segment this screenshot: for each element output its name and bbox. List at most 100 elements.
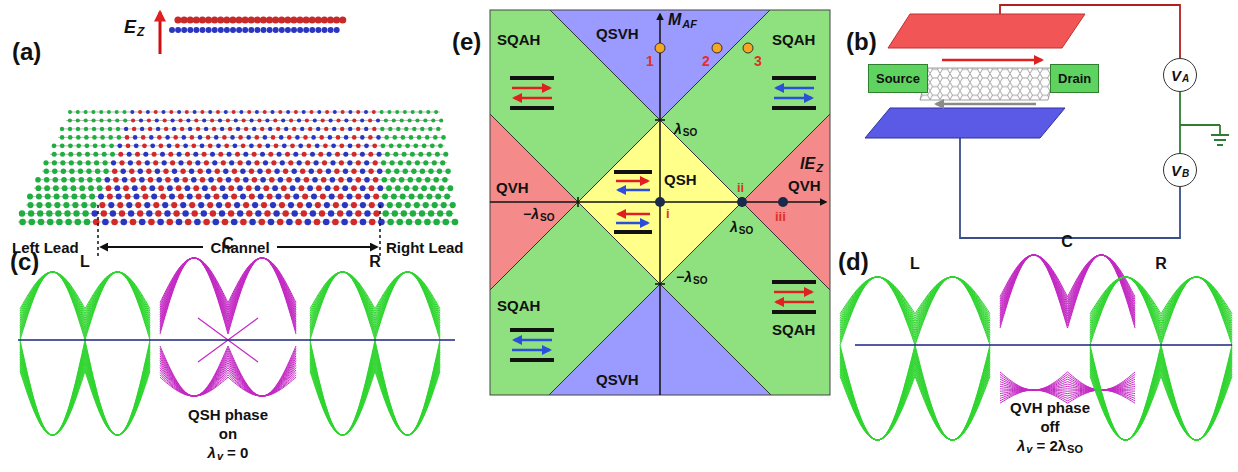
atom <box>226 118 230 122</box>
band-line <box>310 272 440 328</box>
band-line <box>1090 371 1232 440</box>
atom <box>244 127 248 131</box>
atom <box>167 143 172 148</box>
atom <box>222 194 228 200</box>
atom <box>216 110 220 114</box>
atom <box>191 143 196 148</box>
gate-atom <box>334 27 340 33</box>
atom <box>260 152 265 157</box>
atom <box>194 118 198 122</box>
atom <box>132 185 138 191</box>
atom <box>135 152 140 157</box>
atom <box>398 160 403 165</box>
atom <box>126 143 131 148</box>
atom <box>163 169 168 174</box>
atom <box>99 110 103 114</box>
atom <box>101 210 107 216</box>
atom <box>218 152 223 157</box>
atom <box>216 143 221 148</box>
atom <box>44 169 49 174</box>
phase-caption: = 2λ <box>1036 438 1066 453</box>
atom <box>369 185 375 191</box>
atom <box>100 127 104 131</box>
atom <box>125 194 131 200</box>
gate-atom <box>218 27 224 33</box>
atom <box>305 219 312 226</box>
voltage-source: VA <box>1163 58 1197 92</box>
atom <box>145 160 150 165</box>
band-line <box>840 347 990 440</box>
atom <box>351 185 357 191</box>
atom <box>228 210 234 216</box>
atom <box>226 177 232 183</box>
atom <box>110 210 116 216</box>
atom <box>400 118 404 122</box>
atom <box>332 127 336 131</box>
atom <box>452 219 459 226</box>
atom <box>284 194 290 200</box>
tick-label: λ <box>674 122 682 136</box>
atom <box>134 194 140 200</box>
subscript: A <box>1182 74 1189 84</box>
atom <box>47 219 54 226</box>
axis-label: lE <box>800 156 815 172</box>
band-line <box>310 272 440 311</box>
atom <box>239 110 243 114</box>
atom <box>196 194 202 200</box>
atom <box>433 219 440 226</box>
bottom-gate <box>865 108 1065 138</box>
atom <box>60 127 64 131</box>
atom <box>122 177 128 183</box>
atom <box>410 152 415 157</box>
band-line <box>1000 255 1135 328</box>
atom <box>116 194 122 200</box>
atom <box>282 143 287 148</box>
atom <box>450 202 456 208</box>
band-line <box>310 362 440 435</box>
atom <box>238 135 243 140</box>
atom <box>420 169 425 174</box>
atom <box>178 160 183 165</box>
edge-arrow <box>618 213 650 216</box>
electrode-label: Source <box>876 71 920 86</box>
band-line <box>840 367 990 440</box>
atom <box>303 135 308 140</box>
atom <box>271 135 276 140</box>
band-label: C <box>1061 234 1073 250</box>
band-line <box>310 345 440 435</box>
band-line <box>1090 277 1232 333</box>
atom <box>438 143 443 148</box>
atom <box>191 177 197 183</box>
atom <box>155 169 160 174</box>
atom <box>60 160 65 165</box>
band-line <box>840 277 990 326</box>
atom <box>19 219 26 226</box>
atom <box>295 135 300 140</box>
atom <box>128 160 133 165</box>
atom <box>261 202 267 208</box>
band-line <box>1090 355 1232 440</box>
atom <box>231 194 237 200</box>
atom <box>27 202 33 208</box>
atom <box>336 135 341 140</box>
gate-atom <box>339 16 346 23</box>
band-line <box>1090 367 1232 440</box>
atom <box>162 160 167 165</box>
band-line <box>160 258 296 329</box>
band-line <box>20 362 150 435</box>
gate-atom <box>248 27 254 33</box>
atom <box>323 219 330 226</box>
atom <box>391 194 397 200</box>
band-line <box>160 372 296 396</box>
atom <box>160 194 166 200</box>
atom <box>316 127 320 131</box>
atom <box>68 135 73 140</box>
atom <box>343 152 348 157</box>
gate-atom <box>267 27 273 33</box>
edge-bar <box>614 230 652 234</box>
band-line <box>310 350 440 435</box>
atom <box>218 118 222 122</box>
atom <box>249 219 256 226</box>
atom <box>61 169 66 174</box>
atom <box>89 194 95 200</box>
